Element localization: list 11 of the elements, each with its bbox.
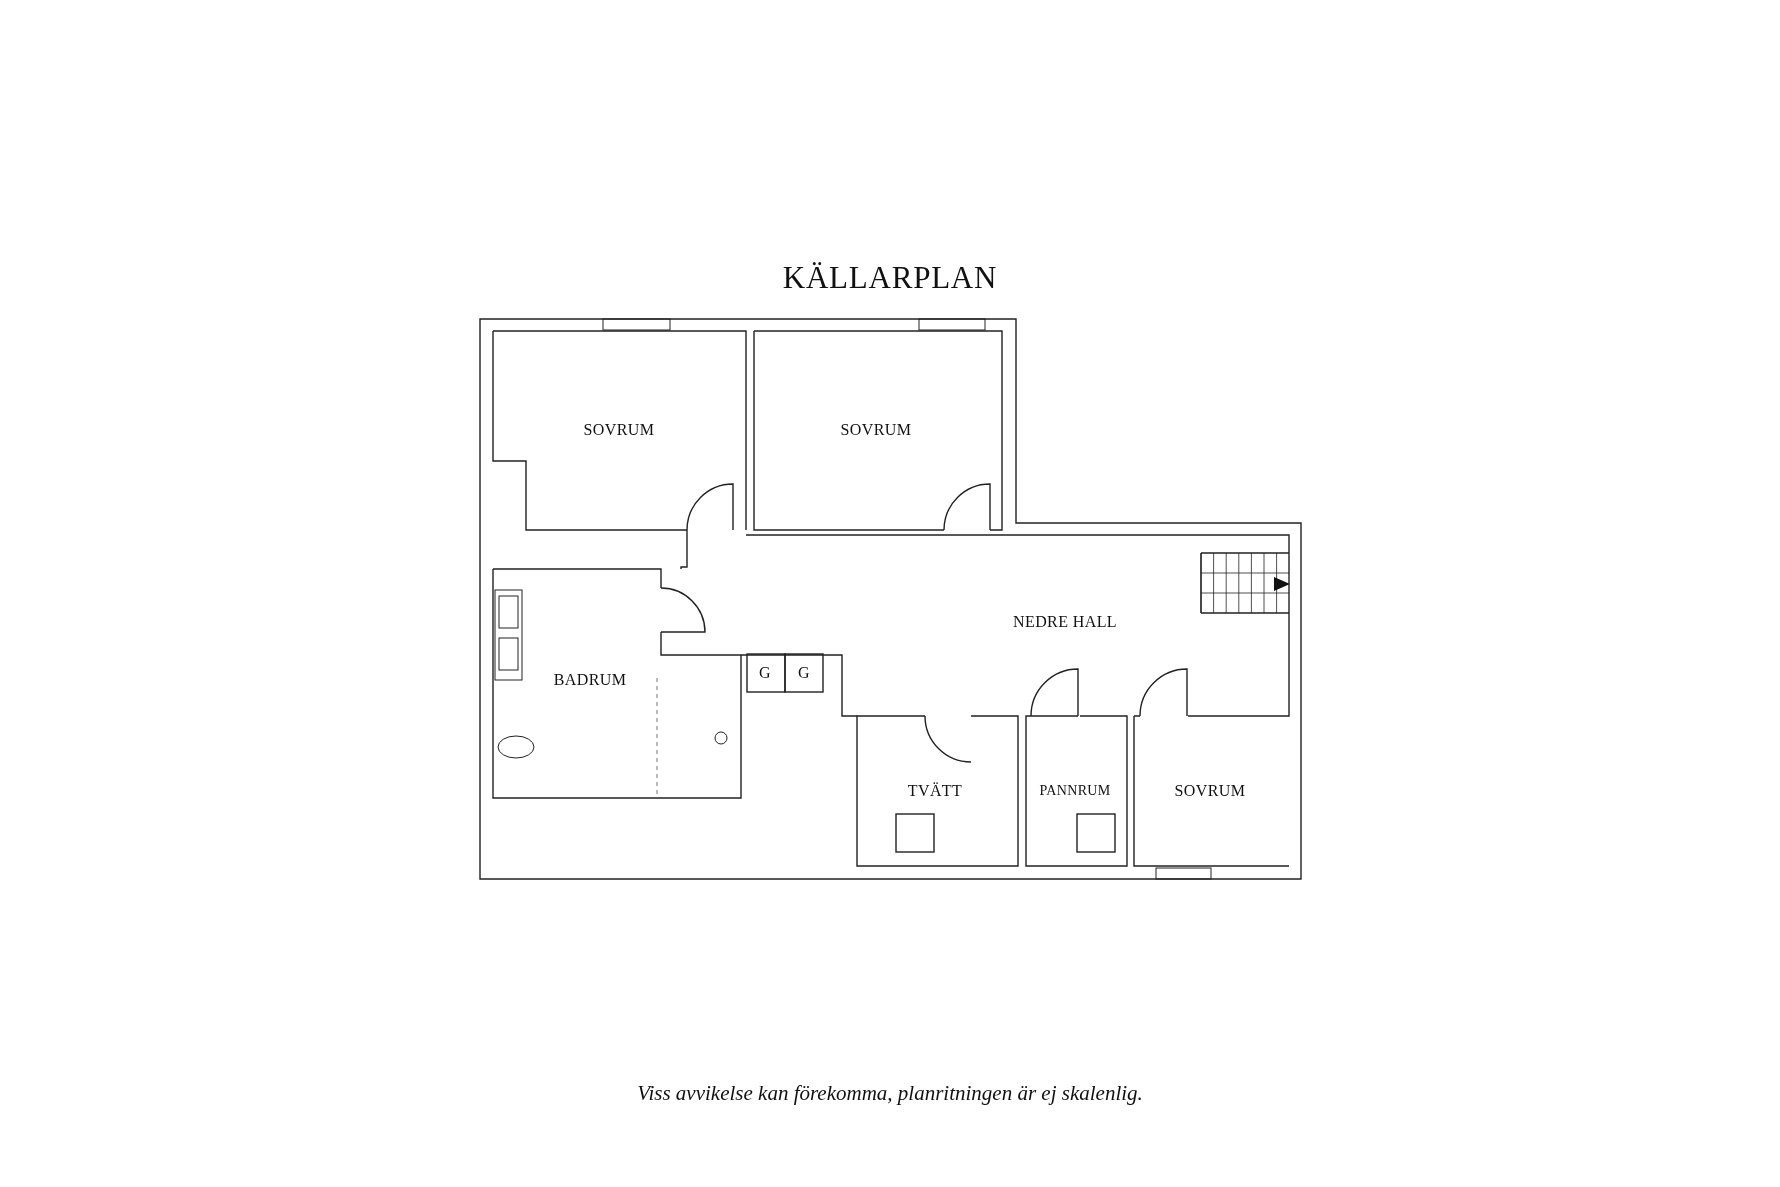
room-label: NEDRE HALL: [1013, 614, 1117, 630]
room-label: BADRUM: [553, 672, 627, 688]
room-label: SOVRUM: [1174, 783, 1246, 799]
room-label: SOVRUM: [840, 422, 912, 438]
room-label: G: [798, 665, 810, 681]
disclaimer-note: Viss avvikelse kan förekomma, planritningen är ej skalenlig.: [636, 1080, 1144, 1107]
room-label: TVÄTT: [907, 783, 963, 799]
room-label: SOVRUM: [583, 422, 655, 438]
room-label: G: [759, 665, 771, 681]
plan-title: KÄLLARPLAN: [781, 259, 999, 297]
room-label: PANNRUM: [1039, 784, 1111, 798]
